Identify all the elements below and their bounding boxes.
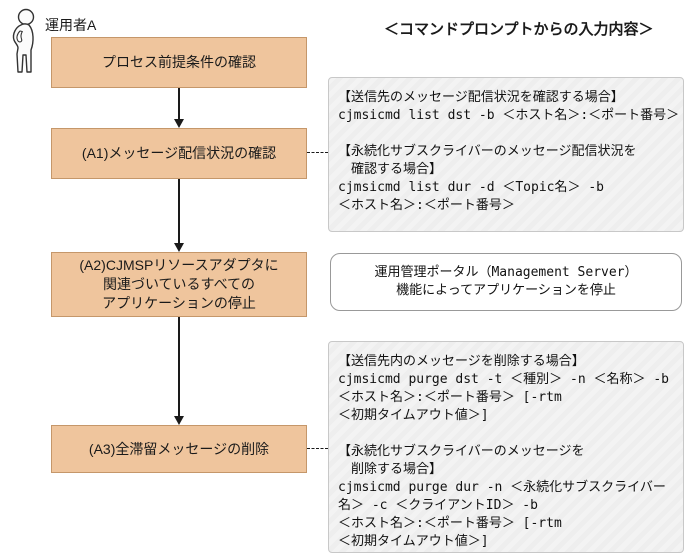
- note-purge-message-commands: 【送信先内のメッセージを削除する場合】 cjmsicmd purge dst -…: [328, 341, 684, 553]
- dashed-connector: [307, 152, 328, 153]
- note-line: 名＞ -c ＜クライアントID＞ -b: [338, 498, 538, 513]
- flow-step-label: プロセス前提条件の確認: [102, 54, 256, 70]
- flow-step-label-line: アプリケーションの停止: [102, 295, 256, 311]
- note-line: [338, 125, 675, 143]
- note-line: 削除する場合】: [338, 462, 443, 477]
- dashed-connector: [307, 448, 328, 449]
- note-line: 【送信先のメッセージ配信状況を確認する場合】: [338, 90, 624, 105]
- note-line: cjmsicmd purge dur -n ＜永続化サブスクライバー: [338, 480, 666, 495]
- note-line: ＜初期タイムアウト値＞]: [338, 408, 489, 423]
- flow-step-label-line: 関連づいているすべての: [102, 276, 256, 292]
- actor-label: 運用者A: [45, 17, 97, 33]
- note-line: ＜ホスト名＞:＜ポート番号＞ [-rtm: [338, 516, 562, 531]
- note-line: 運用管理ポータル（Management Server）: [374, 265, 638, 280]
- note-delivery-status-commands: 【送信先のメッセージ配信状況を確認する場合】 cjmsicmd list dst…: [328, 77, 684, 232]
- command-prompt-input-header: ＜コマンドプロンプトからの入力内容＞: [384, 21, 654, 38]
- note-line: cjmsicmd list dur -d ＜Topic名＞ -b: [338, 180, 604, 195]
- note-line: 【永続化サブスクライバーのメッセージ配信状況を: [338, 144, 637, 159]
- flow-step-precondition-check: プロセス前提条件の確認: [51, 37, 307, 88]
- down-arrow: [174, 317, 184, 425]
- note-line: cjmsicmd purge dst -t ＜種別＞ -n ＜名称＞ -b: [338, 372, 669, 387]
- note-line: 確認する場合】: [338, 162, 443, 177]
- down-arrow: [174, 88, 184, 128]
- flow-step-a1-delivery-status-check: (A1)メッセージ配信状況の確認: [51, 128, 307, 179]
- flow-step-label: (A3)全滞留メッセージの削除: [88, 440, 270, 457]
- note-line: [338, 425, 675, 443]
- flow-step-a2-stop-applications: (A2)CJMSPリソースアダプタに 関連づいているすべての アプリケーションの…: [51, 252, 307, 317]
- note-management-portal: 運用管理ポータル（Management Server） 機能によってアプリケーシ…: [330, 253, 682, 311]
- note-line: cjmsicmd list dst -b ＜ホスト名＞:＜ポート番号＞: [338, 108, 680, 123]
- flow-step-a3-delete-pending-messages: (A3)全滞留メッセージの削除: [51, 425, 307, 473]
- flow-step-label: (A1)メッセージ配信状況の確認: [81, 145, 277, 161]
- person-icon: [12, 8, 35, 73]
- note-line: 機能によってアプリケーションを停止: [396, 283, 616, 298]
- flow-step-label-line: (A2)CJMSPリソースアダプタに: [79, 257, 279, 273]
- note-line: ＜ホスト名＞:＜ポート番号＞: [338, 198, 515, 213]
- note-line: ＜ホスト名＞:＜ポート番号＞ [-rtm: [338, 390, 562, 405]
- note-line: 【送信先内のメッセージを削除する場合】: [338, 354, 585, 369]
- down-arrow: [174, 179, 184, 252]
- note-line: ＜初期タイムアウト値＞]: [338, 534, 489, 549]
- note-line: 【永続化サブスクライバーのメッセージを: [338, 444, 585, 459]
